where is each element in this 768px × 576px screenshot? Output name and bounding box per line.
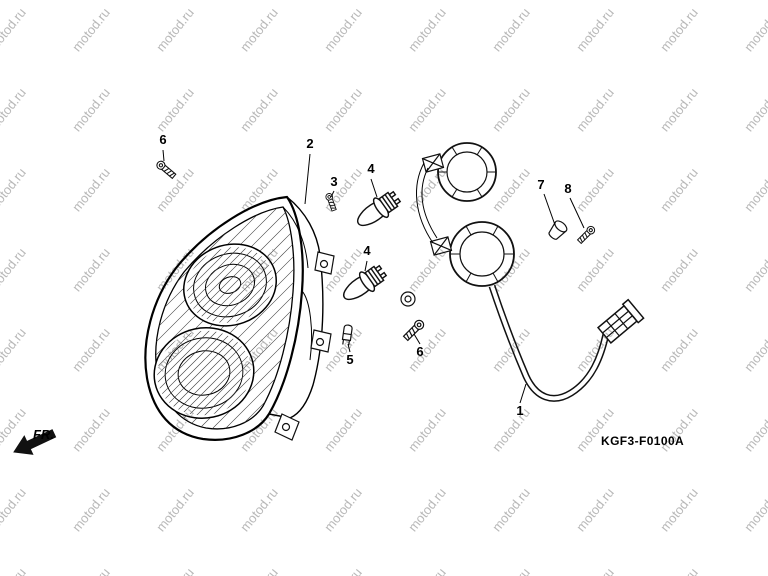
reflector-lower [153, 327, 255, 419]
harness-wires [416, 162, 438, 244]
screw-6-lower [401, 317, 427, 343]
fr-label: FR. [33, 427, 54, 442]
part-label-3: 3 [330, 174, 338, 189]
fr-arrow [13, 429, 57, 455]
harness-socket-upper [437, 142, 497, 202]
screw-8 [576, 224, 597, 245]
bulb-upper [351, 186, 405, 234]
part-label-2: 2 [306, 136, 314, 151]
socket-connector-lower [429, 236, 453, 256]
diagram-code: KGF3-F0100A [601, 434, 685, 448]
part-label-8: 8 [564, 181, 572, 196]
leader-lines [162, 149, 585, 404]
harness-cable-outline [488, 284, 610, 402]
part-label-5: 5 [346, 352, 354, 367]
harness-cable-core [490, 285, 608, 401]
part-label-4-upper: 4 [367, 161, 375, 176]
grommet-7 [548, 220, 568, 240]
part-label-6-top: 6 [159, 132, 167, 147]
wedge-bulb-5 [341, 324, 353, 346]
screw-6-top [154, 159, 178, 180]
part-label-7: 7 [537, 177, 545, 192]
harness-connector [596, 298, 645, 345]
harness-socket-lower [449, 221, 515, 287]
housing-back [268, 196, 324, 419]
bulb-lower [337, 260, 391, 308]
part-label-4-lower: 4 [363, 243, 371, 258]
bulb-socket-small [400, 291, 416, 307]
mounting-tabs [274, 251, 335, 441]
part-label-6-lower: 6 [416, 344, 424, 359]
socket-connector-upper [421, 153, 445, 173]
part-label-1: 1 [516, 403, 524, 418]
screw-3 [324, 192, 338, 212]
